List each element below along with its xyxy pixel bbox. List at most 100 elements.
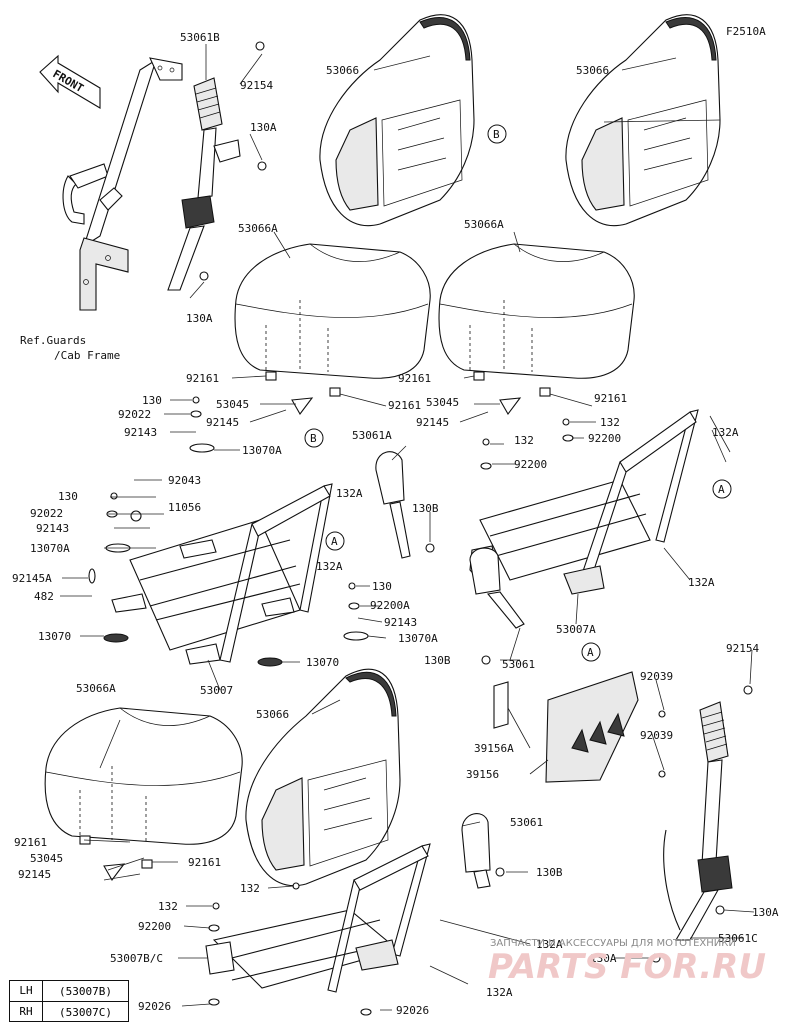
hardware-drawing [79,371,574,1016]
callout-53066a-3: 53066A [76,682,116,695]
callout-92161-4: 92161 [594,392,627,405]
callout-92161-5: 92161 [14,836,47,849]
legend-side-lh: LH [10,981,43,1001]
callout-92026-2: 92026 [396,1004,429,1017]
watermark-line2: PARTS FOR.RU [488,947,766,987]
callout-92026-1: 92026 [138,1000,171,1013]
ref-marker-b1-label: B [493,128,500,141]
callout-92039-1: 92039 [640,670,673,683]
callout-92145-2: 92145 [416,416,449,429]
seat-belt-53061c-drawing [651,685,753,963]
buckle-53061-drawing [469,547,525,665]
callout-132a-6: 132A [486,986,513,999]
callout-13070-2: 13070 [306,656,339,669]
callout-92154-top: 92154 [240,79,273,92]
callout-92200-1: 92200 [588,432,621,445]
plate-39156-drawing [493,671,666,783]
ref-marker-a2-label: A [718,483,725,496]
ref-note-line1: Ref.Guards [20,334,86,347]
callout-92200-3: 92200 [138,920,171,933]
callout-53045-2: 53045 [426,396,459,409]
seat-frame-53007bc-drawing [205,813,505,993]
ref-marker-b2 [304,428,324,448]
seat-frame-53007-drawing [111,483,333,665]
callout-11056: 11056 [168,501,201,514]
callout-53007: 53007 [200,684,233,697]
callout-53066a-2: 53066A [464,218,504,231]
callout-53061a: 53061A [352,429,392,442]
callout-53066-1: 53066 [326,64,359,77]
callout-482: 482 [34,590,54,603]
callout-53066-3: 53066 [256,708,289,721]
seatback-drawing-1 [319,14,475,226]
buckle-53061a-drawing [375,451,435,559]
callout-130a-1: 130A [250,121,277,134]
side-legend-table: LH (53007B) RH (53007C) [9,980,129,1022]
callout-92200-2: 92200 [514,458,547,471]
callout-130-1: 130 [142,394,162,407]
callout-132-2: 132 [514,434,534,447]
cab-frame-drawing [62,57,183,311]
callout-130b-2: 130B [424,654,451,667]
callout-92161-2: 92161 [388,399,421,412]
callout-53045-1: 53045 [216,398,249,411]
callout-53061c: 53061C [718,932,758,945]
callout-92161-3: 92161 [398,372,431,385]
ref-marker-a1-label: A [331,535,338,548]
callout-13070a-3: 13070A [398,632,438,645]
ref-marker-b2-label: B [310,432,317,445]
callout-92022-1: 92022 [118,408,151,421]
callout-92200a: 92200A [370,599,410,612]
callout-39156: 39156 [466,768,499,781]
figure-code: F2510A [726,25,766,38]
leader-lines [60,44,755,1011]
callout-92161-6: 92161 [188,856,221,869]
ref-marker-b1 [487,124,507,144]
legend-part-rh: (53007C) [59,1005,112,1019]
callout-130a-3: 130A [752,906,779,919]
seatback-drawing-2 [565,14,721,226]
callout-130b-3: 130B [536,866,563,879]
callout-39156a: 39156A [474,742,514,755]
callout-53061-1: 53061 [502,658,535,671]
callout-92143-3: 92143 [384,616,417,629]
ref-marker-a3-label: A [587,646,594,659]
callout-130-3: 130 [372,580,392,593]
callout-53061b: 53061B [180,31,220,44]
callout-53007a: 53007A [556,623,596,636]
ref-note-line2: /Cab Frame [54,349,120,362]
seat-cushion-drawing-3 [44,707,243,845]
callout-13070a-1: 13070A [242,444,282,457]
callout-92043: 92043 [168,474,201,487]
callout-13070-1: 13070 [38,630,71,643]
callout-92145-1: 92145 [206,416,239,429]
callout-53007bc: 53007B/C [110,952,163,965]
legend-side-rh: RH [10,1002,43,1022]
callout-130b-1: 130B [412,502,439,515]
callout-92143-1: 92143 [124,426,157,439]
callout-53066-2: 53066 [576,64,609,77]
callout-53066a-1: 53066A [238,222,278,235]
callout-132a-4: 132A [688,576,715,589]
ref-marker-a2 [712,479,732,499]
callout-53061-2: 53061 [510,816,543,829]
front-arrow-icon [39,54,101,109]
callout-130-2: 130 [58,490,78,503]
callout-13070a-2: 13070A [30,542,70,555]
callout-53045-3: 53045 [30,852,63,865]
callout-92145a: 92145A [12,572,52,585]
legend-row-rh: RH (53007C) [10,1001,128,1022]
callout-132a-1: 132A [336,487,363,500]
callout-132a-5: 132A [536,938,563,951]
legend-row-lh: LH (53007B) [10,981,128,1001]
ref-marker-a1 [325,531,345,551]
seat-cushion-drawing-1 [234,243,431,379]
callout-92143-2: 92143 [36,522,69,535]
callout-92145-3: 92145 [18,868,51,881]
callout-132a-3: 132A [712,426,739,439]
callout-132-1: 132 [600,416,620,429]
callout-92022-2: 92022 [30,507,63,520]
seat-cushion-drawing-2 [438,243,635,379]
callout-92161-1: 92161 [186,372,219,385]
